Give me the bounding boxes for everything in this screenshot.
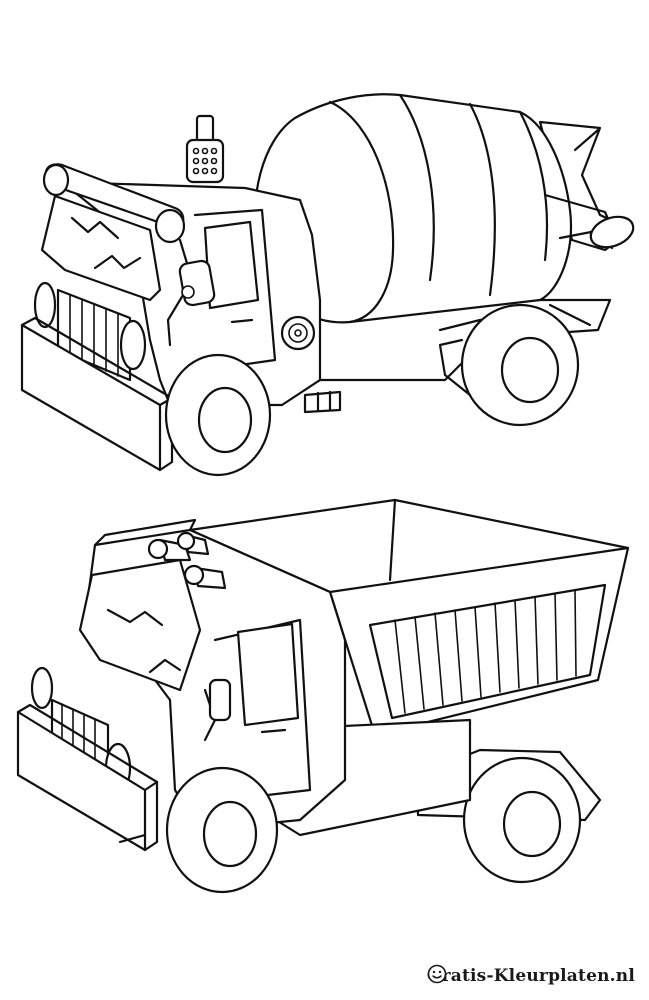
watermark: Gratis-Kleurplaten.nl	[427, 964, 635, 988]
mixer-side-hub	[280, 315, 316, 351]
smiley-face-icon	[427, 964, 447, 984]
watermark-text: Gratis-Kleurplaten.nl	[426, 966, 635, 986]
mixer-exhaust-pipe	[185, 114, 225, 184]
mixer-front-wheel	[164, 353, 272, 477]
dump-truck	[16, 498, 630, 894]
dump-bed	[188, 498, 630, 737]
dump-front-wheel	[165, 766, 279, 894]
dump-front-bumper	[16, 703, 159, 852]
mixer-rear-wheel	[438, 303, 580, 427]
dump-roof-horns	[147, 531, 227, 590]
mixer-drum	[253, 93, 635, 324]
cement-mixer-truck	[20, 93, 635, 477]
mixer-cab	[40, 163, 342, 414]
